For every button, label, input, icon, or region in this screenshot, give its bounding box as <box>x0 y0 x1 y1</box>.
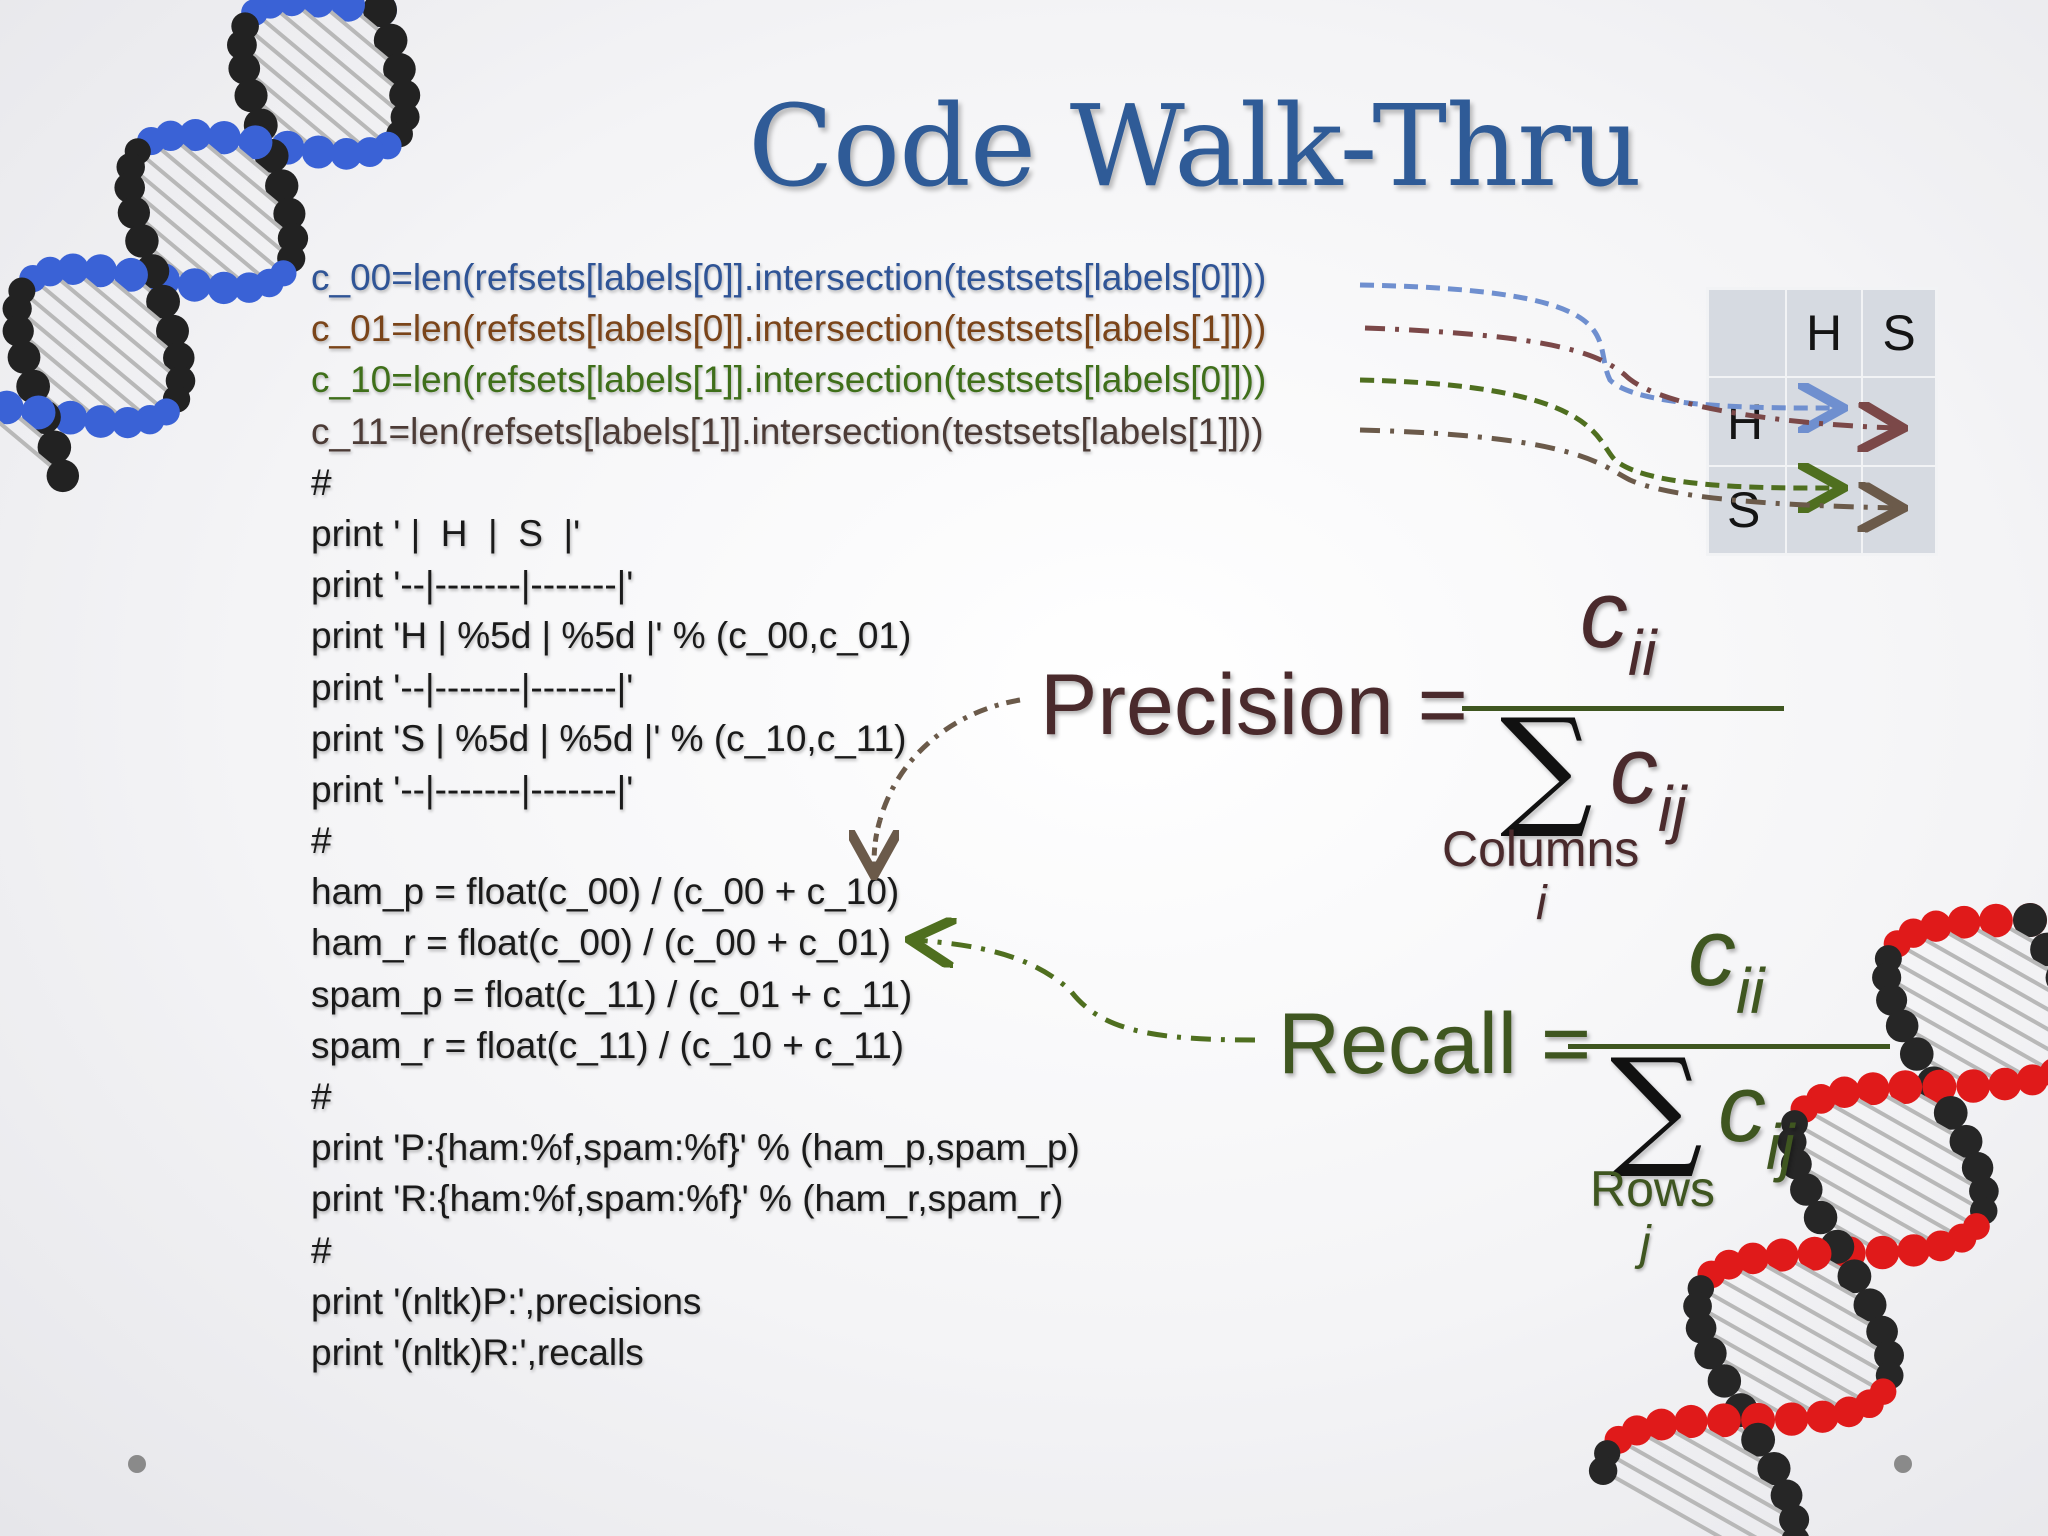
code-line: c_01=len(refsets[labels[0]].intersection… <box>311 308 1267 350</box>
code-line: c_10=len(refsets[labels[1]].intersection… <box>311 359 1267 401</box>
slide-title: Code Walk-Thru <box>748 82 1642 212</box>
code-line: # <box>311 461 332 503</box>
precision-fraction-bar <box>1462 706 1784 711</box>
code-line: c_11=len(refsets[labels[1]].intersection… <box>311 410 1264 452</box>
code-line: print 'S | %5d | %5d |' % (c_10,c_11) <box>311 717 907 759</box>
matrix-col-header-s: S <box>1862 289 1936 377</box>
matrix-col-header-h: H <box>1786 289 1862 377</box>
precision-label: Precision = <box>1040 657 1468 753</box>
code-line: print 'R:{ham:%f,spam:%f}' % (ham_r,spam… <box>311 1178 1064 1220</box>
code-line: # <box>311 1076 332 1117</box>
arrow-c00 <box>1359 282 1838 408</box>
recall-numerator: cii <box>1688 899 1765 1027</box>
matrix-row-header-h: H <box>1708 377 1786 466</box>
recall-sum-under: Rows <box>1590 1161 1716 1217</box>
code-line: spam_p = float(c_11) / (c_01 + c_11) <box>311 973 913 1015</box>
recall-label: Recall = <box>1278 996 1592 1092</box>
code-line: ham_p = float(c_00) / (c_00 + c_10) <box>311 871 900 913</box>
code-line: print ' | H | S |' <box>311 512 581 554</box>
precision-sigma: ∑ <box>1500 690 1593 842</box>
recall-denominator: cij <box>1718 1055 1795 1183</box>
recall-fraction-bar <box>1568 1044 1890 1049</box>
arrow-precision-to-ham-p <box>877 697 1021 821</box>
arrow-recall-to-ham-r <box>915 940 1256 1043</box>
code-line: print '--|-------|-------|' <box>311 768 634 810</box>
arrow-c11 <box>1359 427 1898 508</box>
dna-helix-blue-icon <box>0 0 421 493</box>
precision-numerator: cii <box>1580 561 1657 689</box>
code-line: # <box>311 820 332 862</box>
recall-sum-index: j <box>1640 1217 1651 1270</box>
recall-sigma: ∑ <box>1610 1030 1703 1182</box>
code-line: spam_r = float(c_11) / (c_10 + c_11) <box>311 1024 904 1066</box>
dna-helix-red-icon <box>1588 903 2048 1536</box>
code-line: print 'P:{ham:%f,spam:%f}' % (ham_p,spam… <box>311 1127 1080 1169</box>
arrow-c10 <box>1359 377 1838 488</box>
matrix-row-header-s: S <box>1708 466 1786 554</box>
nav-dot-left <box>128 1455 146 1473</box>
code-line: print '--|-------|-------|' <box>311 564 634 606</box>
code-line: print '--|-------|-------|' <box>311 666 634 708</box>
code-line: c_00=len(refsets[labels[0]].intersection… <box>311 257 1267 298</box>
code-block: c_00=len(refsets[labels[0]].intersection… <box>311 252 1266 1378</box>
matrix-corner-cell <box>1708 289 1786 377</box>
arrow-precision-to-ham-p-head <box>874 819 880 870</box>
code-line: ham_r = float(c_00) / (c_00 + c_01) <box>311 922 891 964</box>
precision-sum-index: i <box>1536 877 1547 930</box>
nav-dot-right <box>1894 1455 1912 1473</box>
precision-sum-under: Columns <box>1442 821 1640 877</box>
code-line: # <box>311 1229 332 1271</box>
arrow-c01 <box>1364 325 1898 428</box>
code-line: print '(nltk)P:',precisions <box>311 1280 702 1322</box>
code-line: print 'H | %5d | %5d |' % (c_00,c_01) <box>311 615 912 657</box>
code-line: print '(nltk)R:',recalls <box>311 1331 644 1373</box>
precision-denominator: cij <box>1610 717 1687 845</box>
